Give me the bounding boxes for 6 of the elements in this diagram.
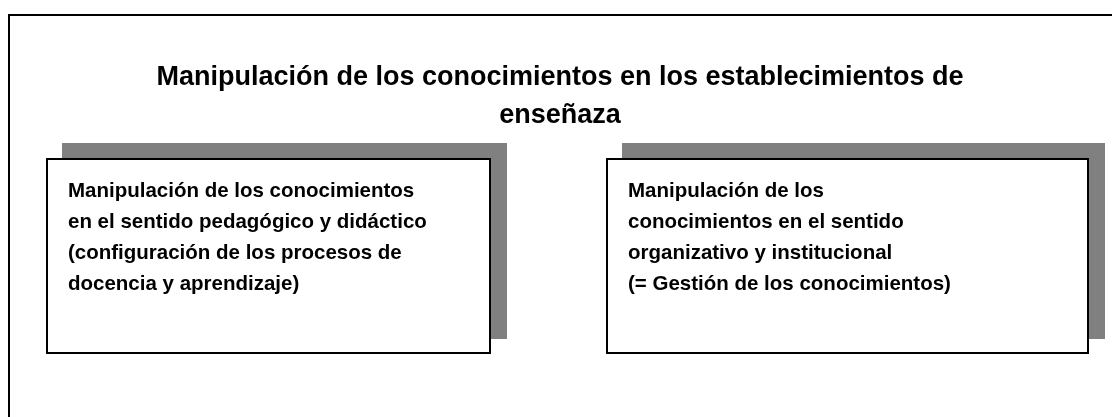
diagram-title: Manipulación de los conocimientos en los establecimientos de enseñaza: [155, 60, 965, 131]
box-text: Manipulación de los conocimientos en el sentido pedagógico y didáctico (configuración de los procesos de docencia y aprendizaje): [68, 177, 428, 296]
text-box: [606, 158, 1089, 354]
box-text: (= Gestión de los conocimientos): [628, 270, 952, 296]
text-box: [46, 158, 491, 354]
box-text: Manipulación de los conocimientos en el sentido organizativo y institucional: [628, 177, 905, 265]
